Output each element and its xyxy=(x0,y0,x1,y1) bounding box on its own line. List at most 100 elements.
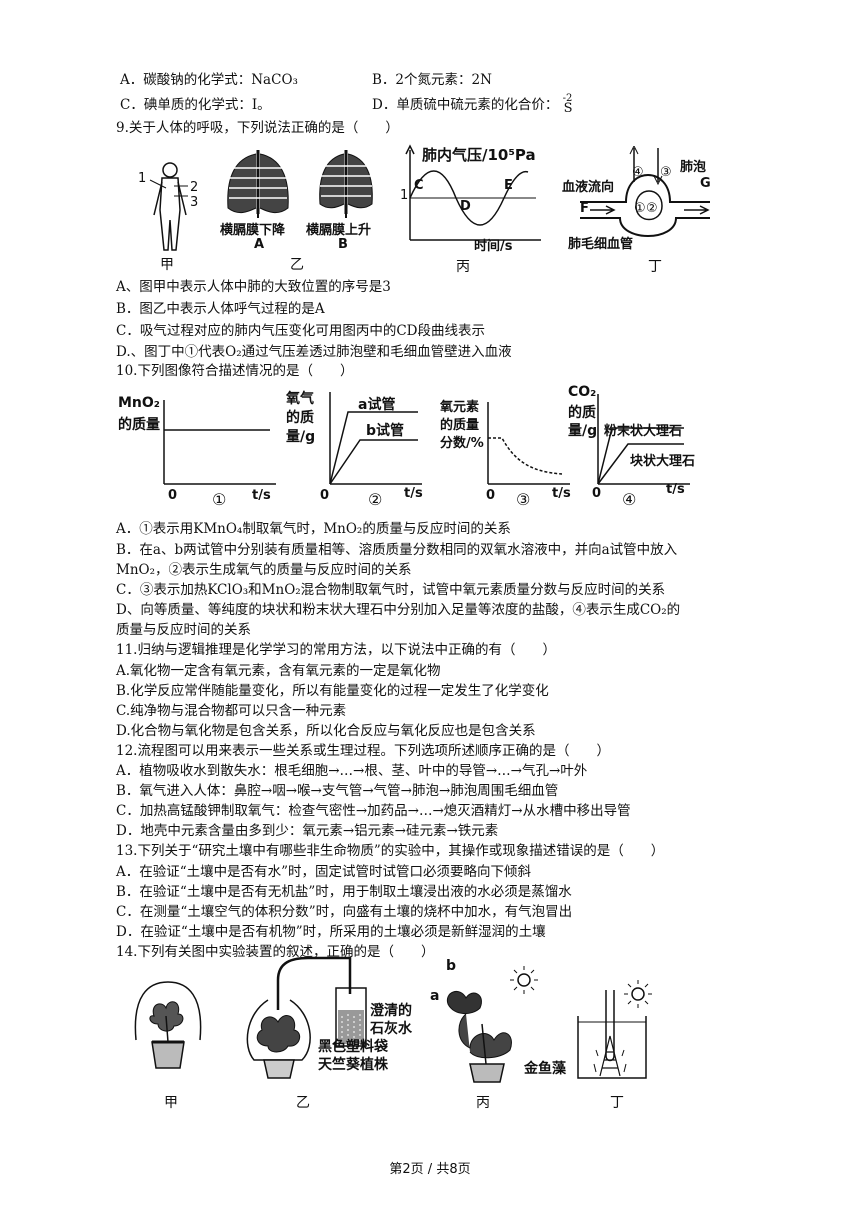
q9-option-a: A、图甲中表示人体中肺的大致位置的序号是3 xyxy=(116,279,391,295)
q10-stem: 10.下列图像符合描述情况的是（ ） xyxy=(116,363,354,379)
q9-option-d: D.、图丁中①代表O₂通过气压差透过肺泡壁和毛细血管壁进入血液 xyxy=(116,344,512,360)
graph-2-a-label: a试管 xyxy=(358,397,396,413)
graph-1-zero: 0 xyxy=(168,488,178,503)
fig14-goldfish-label: 金鱼藻 xyxy=(524,1061,566,1077)
q13-stem: 13.下列关于“研究土壤中有哪些非生命物质”的实验中，其操作或现象描述错误的是（… xyxy=(116,843,665,859)
graph-2-b-label: b试管 xyxy=(366,423,405,439)
q11-option-c: C.纯净物与混合物都可以只含一种元素 xyxy=(116,703,347,719)
valence-value: -2 xyxy=(562,93,573,104)
q10-option-c: C．③表示加热KClO₃和MnO₂混合物制取氧气时，试管中氧元素质量分数与反应时… xyxy=(116,582,666,598)
graph-4-ylabel-1: CO₂ xyxy=(568,384,597,400)
graph-4 xyxy=(597,394,690,485)
fig-jia-num-1: 1 xyxy=(138,171,147,186)
graph-4-xlabel: t/s xyxy=(666,482,685,497)
graph-1-ylabel-2: 的质量 xyxy=(118,417,160,433)
graph-3-xlabel: t/s xyxy=(552,486,571,501)
graph-1-number: ① xyxy=(212,490,227,509)
graph-2-ylabel-2: 的质 xyxy=(286,410,314,426)
q9-option-b: B．图乙中表示人体呼气过程的是A xyxy=(116,301,325,317)
fig-ding-capillary-label: 肺毛细血管 xyxy=(568,237,634,252)
graph-4-zero: 0 xyxy=(592,486,602,501)
fig-ding-alveolus-label: 肺泡 xyxy=(680,160,707,175)
q8-option-b: B．2个氮元素：2N xyxy=(372,72,492,88)
fig14-caption-ding: 丁 xyxy=(610,1095,624,1111)
q10-option-d-2: 质量与反应时间的关系 xyxy=(116,622,251,638)
q11-stem: 11.归纳与逻辑推理是化学学习的常用方法，以下说法中正确的有（ ） xyxy=(116,642,556,658)
fig-bing-point-e: E xyxy=(504,178,513,193)
q10-option-b-2: MnO₂，②表示生成氧气的质量与反应时间的关系 xyxy=(116,562,412,578)
graph-4-ylabel-3: 量/g xyxy=(568,423,598,439)
fig-ding-flow-label: 血液流向 xyxy=(562,180,615,195)
q11-option-b: B.化学反应常伴随能量变化，所以有能量变化的过程一定发生了化学变化 xyxy=(116,683,549,699)
q8-option-c: C．碘单质的化学式：I。 xyxy=(120,97,271,113)
graph-4-ylabel-2: 的质 xyxy=(568,405,596,421)
q12-option-c: C．加热高锰酸钾制取氧气：检查气密性→加药品→…→熄灭酒精灯→从水槽中移出导管 xyxy=(116,803,631,819)
q13-option-b: B．在验证“土壤中是否有无机盐”时，用于制取土壤浸出液的水必须是蒸馏水 xyxy=(116,884,572,900)
fig-yi-ribcages xyxy=(227,150,373,218)
fig-bing-xlabel: 时间/s xyxy=(474,239,513,254)
ribcage-a xyxy=(227,150,289,218)
fig14-plant-label: 天竺葵植株 xyxy=(318,1057,388,1073)
fig14-leaf-a: a xyxy=(430,988,440,1004)
graph-3-ylabel-2: 的质量 xyxy=(440,418,480,433)
q12-option-a: A．植物吸收水到散失水：根毛细胞→…→根、茎、叶中的导管→…→气孔→叶外 xyxy=(116,763,588,779)
q12-option-d: D．地壳中元素含量由多到少：氧元素→铝元素→硅元素→铁元素 xyxy=(116,823,499,839)
graph-1-ylabel-1: MnO₂ xyxy=(118,395,160,411)
fig14-limewater-1: 澄清的 xyxy=(370,1003,412,1019)
q9-stem: 9.关于人体的呼吸，下列说法正确的是（ ） xyxy=(116,120,399,136)
graph-3-zero: 0 xyxy=(486,488,496,503)
fig-ding-n2: ② xyxy=(646,201,658,216)
fig-yi-a-label: 横膈膜下降 xyxy=(220,223,286,238)
q10-option-a: A．①表示用KMnO₄制取氧气时，MnO₂的质量与反应时间的关系 xyxy=(116,521,511,537)
fig-caption-bing: 丙 xyxy=(456,259,470,275)
q11-option-a: A.氧化物一定含有氧元素，含有氧元素的一定是氧化物 xyxy=(116,663,441,679)
fig-caption-jia: 甲 xyxy=(160,257,174,273)
fig14-yi-apparatus xyxy=(246,956,367,1079)
fig-bing-ylabel: 肺内气压/10⁵Pa xyxy=(422,146,536,164)
q8-option-a: A．碳酸钠的化学式：NaCO₃ xyxy=(120,72,298,88)
fig-ding-f: F xyxy=(580,201,589,216)
fig-ding-n4: ④ xyxy=(632,165,644,180)
fig14-caption-yi: 乙 xyxy=(296,1095,310,1111)
q12-stem: 12.流程图可以用来表示一些关系或生理过程。下列选项所述顺序正确的是（ ） xyxy=(116,743,610,759)
fig14-caption-bing: 丙 xyxy=(476,1095,490,1111)
graph-2-number: ② xyxy=(368,490,383,509)
fig-ding-alveolus xyxy=(580,146,710,237)
graph-4-number: ④ xyxy=(622,490,637,509)
fig-jia-num-3: 3 xyxy=(190,195,199,210)
graph-4-powder-label: 粉末状大理石 xyxy=(604,424,683,439)
fig-jia-body xyxy=(149,162,188,251)
graph-1-xlabel: t/s xyxy=(252,488,271,503)
fig-bing-point-c: C xyxy=(414,178,424,193)
q14-stem: 14.下列有关图中实验装置的叙述，正确的是（ ） xyxy=(116,944,435,960)
graph-2 xyxy=(329,392,422,485)
fig-caption-ding: 丁 xyxy=(648,259,662,275)
graph-3-ylabel-1: 氧元素 xyxy=(440,400,480,415)
graph-1 xyxy=(163,400,276,485)
q12-option-b: B．氧气进入人体：鼻腔→咽→喉→支气管→气管→肺泡→肺泡周围毛细血管 xyxy=(116,783,559,799)
q13-option-d: D．在验证“土壤中是否有机物”时，所采用的土壤必须是新鲜湿润的土壤 xyxy=(116,924,546,940)
valence-mark: -2 S xyxy=(563,93,577,116)
fig14-ding-beaker xyxy=(577,980,652,1079)
q8-option-d-text: D．单质硫中硫元素的化合价： xyxy=(372,97,559,113)
fig14-bag-label: 黑色塑料袋 xyxy=(318,1039,388,1055)
valence-symbol: S xyxy=(563,101,573,116)
fig14-bing-plant xyxy=(446,966,538,1083)
fig-ding-n1: ① xyxy=(634,201,646,216)
fig-ding-g: G xyxy=(700,176,711,191)
graph-2-zero: 0 xyxy=(320,488,330,503)
q10-option-b-1: B．在a、b两试管中分别装有质量相等、溶质质量分数相同的双氧水溶液中，并向a试管… xyxy=(116,542,678,558)
fig14-limewater-2: 石灰水 xyxy=(370,1021,412,1037)
graph-2-ylabel-3: 量/g xyxy=(286,429,316,445)
fig-ding-n3: ③ xyxy=(660,165,672,180)
fig-yi-a-letter: A xyxy=(254,237,265,252)
graph-2-xlabel: t/s xyxy=(404,486,423,501)
q13-option-a: A．在验证“土壤中是否有水”时，固定试管时试管口必须要略向下倾斜 xyxy=(116,864,532,880)
fig-bing-point-d: D xyxy=(460,199,471,214)
fig-bing-graph xyxy=(405,144,541,241)
ribcage-b xyxy=(319,150,373,218)
fig14-caption-jia: 甲 xyxy=(164,1095,178,1111)
fig-jia-num-2: 2 xyxy=(190,180,199,195)
fig-yi-b-label: 横膈膜上升 xyxy=(306,223,372,238)
q9-option-c: C．吸气过程对应的肺内气压变化可用图丙中的CD段曲线表示 xyxy=(116,323,485,339)
